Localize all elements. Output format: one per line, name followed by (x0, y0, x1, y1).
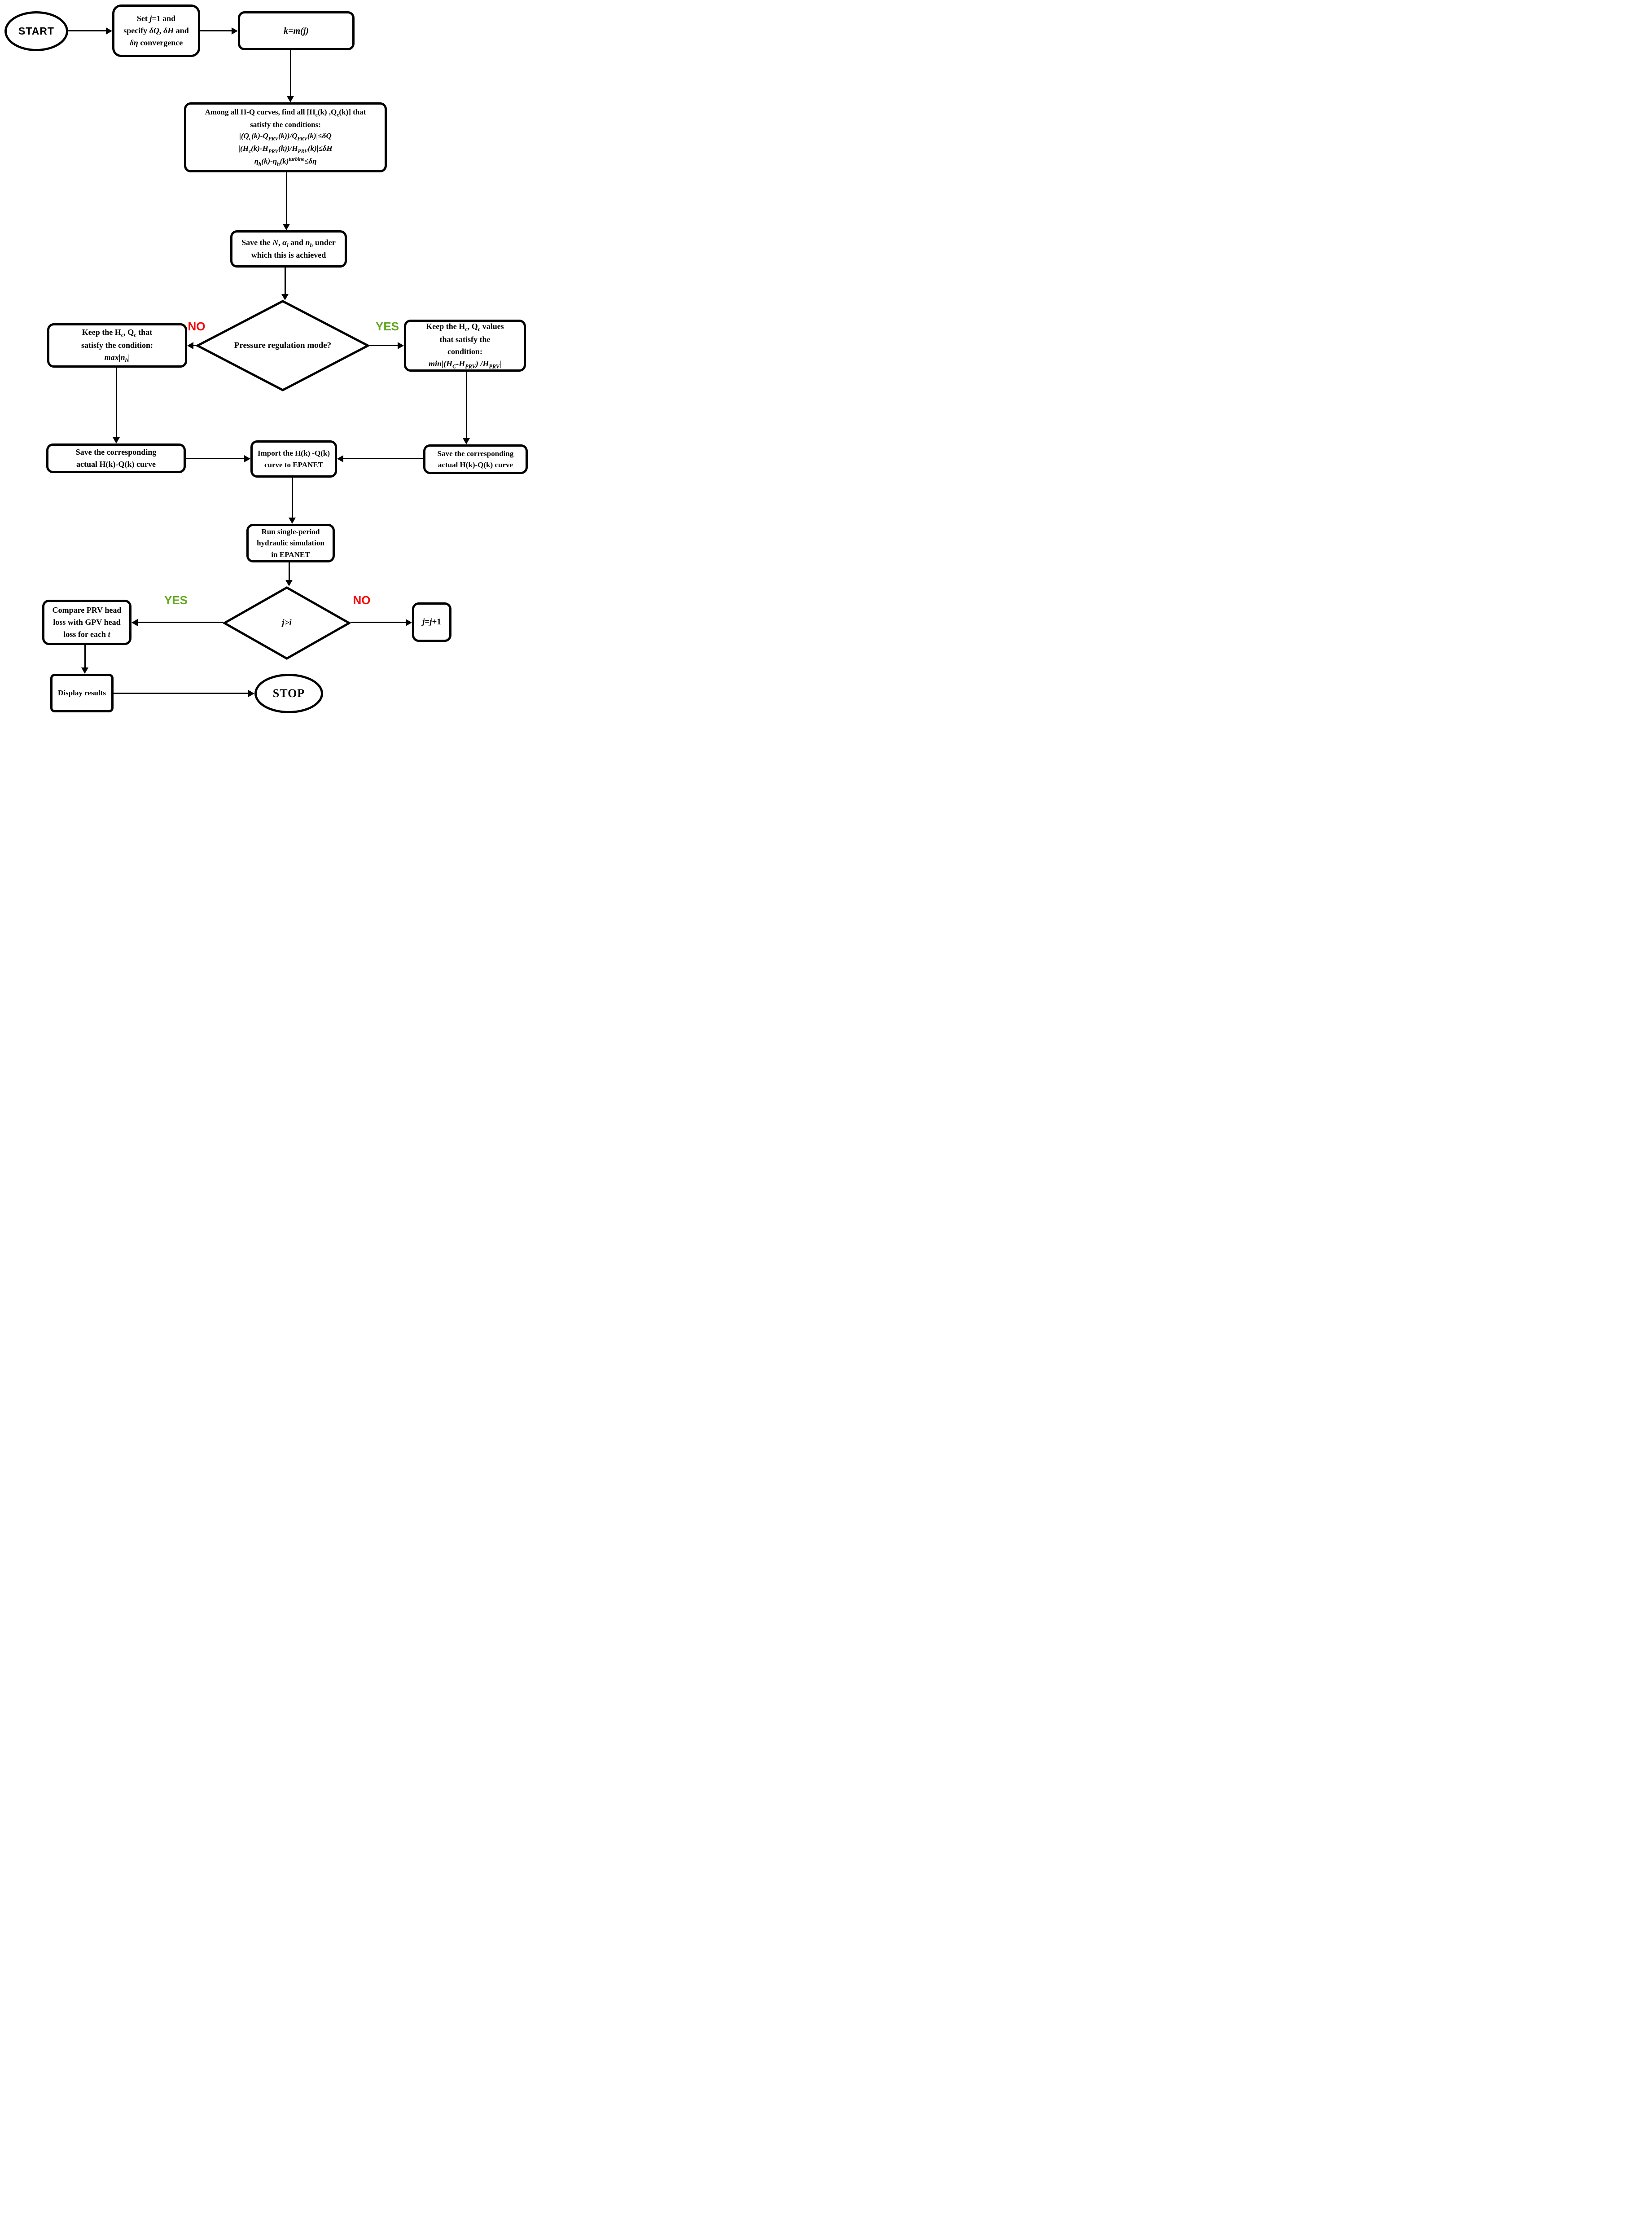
connector-import-to-run (292, 478, 293, 518)
node-stop-terminator: STOP (254, 674, 323, 713)
connector-keepright-to-saveright (466, 372, 467, 438)
branch-label-yes-pressure: YES (375, 320, 399, 333)
arrowhead-left-icon (131, 619, 138, 626)
connector-decision1-yes (368, 345, 398, 346)
connector-keepleft-to-saveleft (116, 368, 117, 437)
arrowhead-down-icon (113, 437, 120, 443)
node-decision-j-gt-i: j>i (223, 586, 351, 660)
connector-k-to-conditions (290, 50, 291, 96)
arrowhead-right-icon (398, 342, 404, 349)
connector-compare-to-display (84, 645, 86, 667)
node-start-terminator: START (4, 11, 68, 51)
connector-decision2-no (351, 622, 406, 623)
connector-set-to-k (200, 30, 232, 31)
node-decision-pressure-regulation: Pressure regulation mode? (196, 300, 369, 391)
arrowhead-left-icon (337, 455, 343, 462)
node-find-hq-conditions: Among all H-Q curves, find all [Hc(k) ,Q… (184, 102, 387, 172)
diamond-shape (196, 300, 369, 391)
branch-label-no-pressure: NO (188, 320, 206, 333)
node-import-epanet: Import the H(k) -Q(k)curve to EPANET (250, 440, 337, 478)
arrowhead-right-icon (406, 619, 412, 626)
arrowhead-right-icon (106, 27, 112, 35)
branch-label-no-jgti: NO (353, 593, 371, 607)
decision-pressure-label: Pressure regulation mode? (234, 340, 332, 350)
node-j-plus-1: j=j+1 (412, 602, 451, 642)
node-k-equals-mj: k=m(j) (238, 11, 355, 50)
start-label: START (18, 25, 54, 37)
branch-label-yes-jgti: YES (164, 593, 188, 607)
connector-start-to-set (68, 30, 106, 31)
arrowhead-right-icon (244, 455, 250, 462)
arrowhead-down-icon (463, 438, 470, 444)
connector-run-to-decision2 (289, 562, 290, 580)
arrowhead-left-icon (187, 342, 193, 349)
node-display-results: Display results (50, 674, 114, 712)
connector-decision1-no (193, 345, 199, 346)
connector-saveleft-to-import (186, 458, 244, 459)
stop-label: STOP (272, 687, 305, 700)
connector-decision2-yes (138, 622, 223, 623)
arrowhead-right-icon (248, 690, 254, 697)
arrowhead-down-icon (285, 580, 293, 586)
connector-saveright-to-import (343, 458, 423, 459)
connector-save-to-decision1 (285, 268, 286, 294)
arrowhead-down-icon (81, 667, 88, 674)
arrowhead-down-icon (289, 518, 296, 524)
connector-conditions-to-save (286, 172, 287, 224)
diamond-shape (223, 586, 351, 660)
arrowhead-down-icon (281, 294, 289, 300)
arrowhead-right-icon (232, 27, 238, 35)
connector-display-to-stop (114, 693, 248, 694)
decision-j-gt-i-label: j>i (282, 618, 292, 628)
arrowhead-down-icon (283, 224, 290, 230)
arrowhead-down-icon (287, 96, 294, 102)
